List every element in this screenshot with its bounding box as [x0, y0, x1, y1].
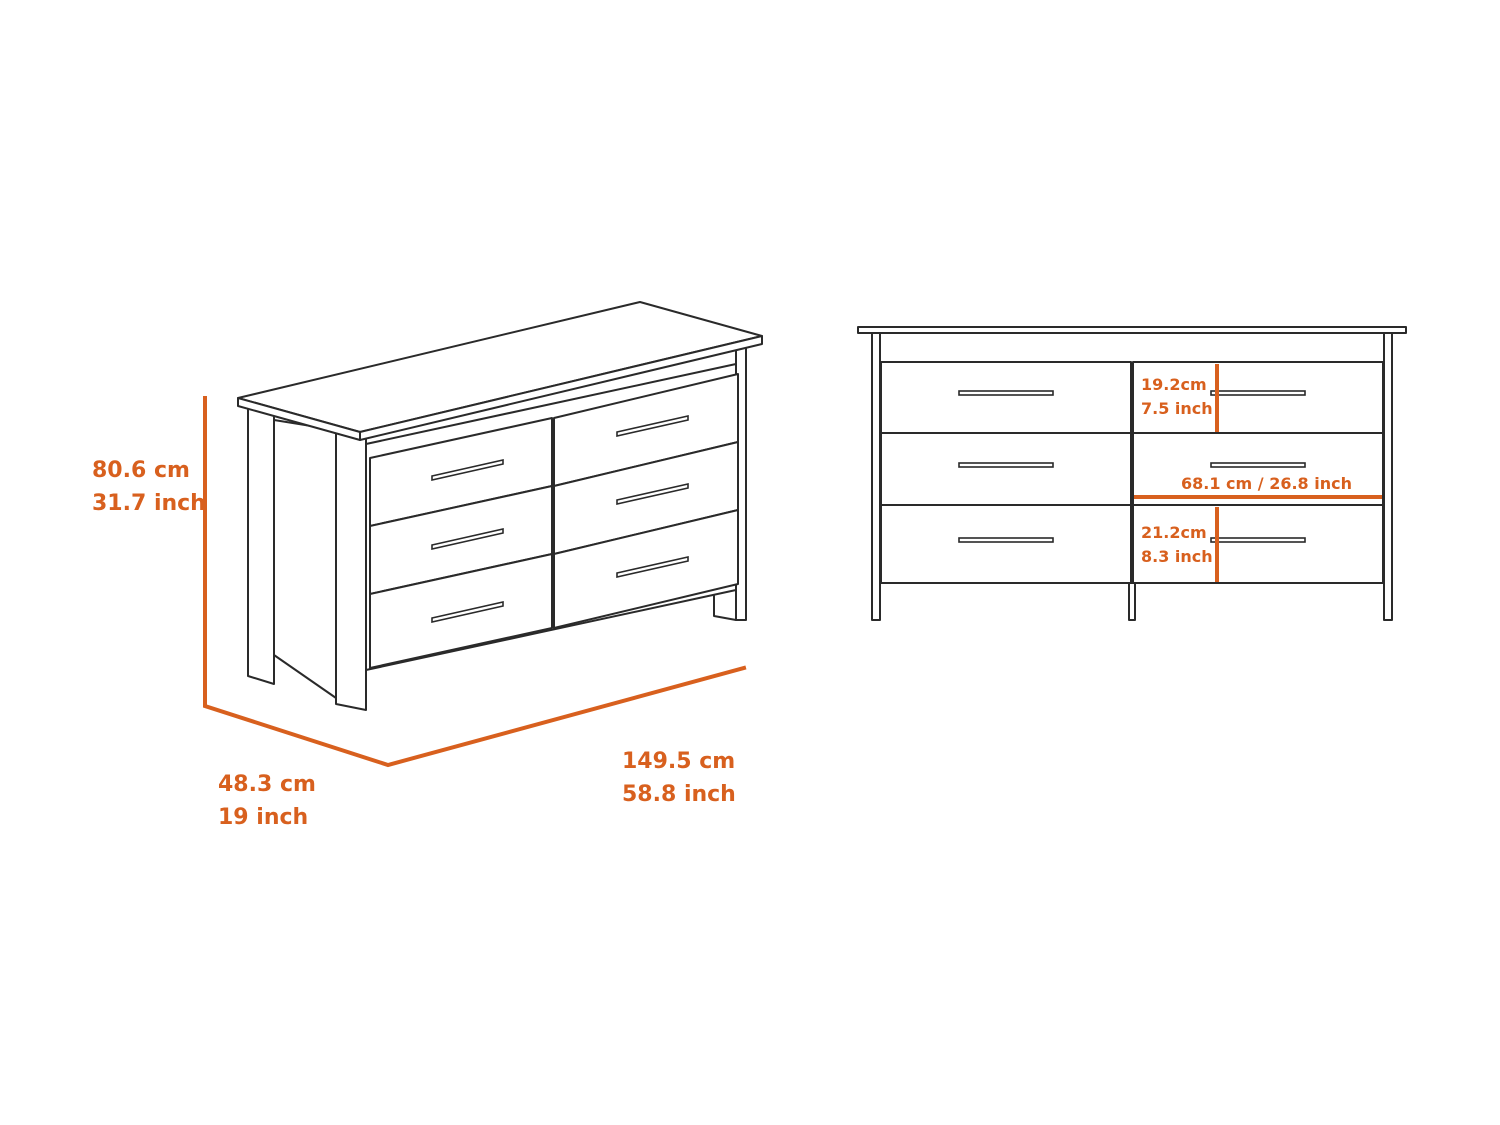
front-handle-r3	[1210, 537, 1306, 543]
iso-handle-r2	[616, 482, 689, 506]
front-leg-left	[871, 331, 881, 621]
iso-handle-r3	[616, 555, 689, 579]
front-drawer-left-3	[880, 504, 1132, 584]
front-drawer-right-1	[1132, 361, 1384, 434]
front-leg-right	[1383, 331, 1393, 621]
iso-width-cm-label: 149.5 cm	[622, 749, 735, 774]
front-view-dresser	[857, 326, 1407, 621]
iso-handle-l1	[431, 458, 504, 482]
iso-front-left-leg	[335, 429, 367, 711]
front-top-drawer-height-cm-label: 19.2cm	[1141, 375, 1207, 394]
iso-handle-r1	[616, 414, 689, 438]
iso-top-side-edge	[359, 335, 763, 441]
front-drawer-width-label: 68.1 cm / 26.8 inch	[1181, 474, 1352, 493]
iso-height-cm-label: 80.6 cm	[92, 458, 190, 483]
front-handle-l3	[958, 537, 1054, 543]
iso-handles	[431, 414, 689, 624]
iso-back-left-leg	[247, 403, 275, 685]
iso-depth-inch-label: 19 inch	[218, 805, 308, 830]
front-handle-l1	[958, 390, 1054, 396]
iso-left-side-panel	[273, 419, 337, 699]
isometric-dresser	[237, 301, 763, 711]
iso-height-inch-label: 31.7 inch	[92, 491, 206, 516]
iso-width-inch-label: 58.8 inch	[622, 782, 736, 807]
front-drawer-left-1	[880, 361, 1132, 434]
front-handle-r1	[1210, 390, 1306, 396]
front-bottom-drawer-height-inch-label: 8.3 inch	[1141, 547, 1213, 566]
front-top-drawer-height-inch-label: 7.5 inch	[1141, 399, 1213, 418]
iso-height-depth-width-dimension-line	[203, 396, 747, 768]
front-leg-center	[1128, 581, 1136, 621]
iso-handle-l2	[431, 527, 504, 551]
iso-depth-cm-label: 48.3 cm	[218, 772, 316, 797]
front-drawer-right-2	[1132, 432, 1384, 506]
front-handle-l2	[958, 462, 1054, 468]
iso-handle-l3	[431, 600, 504, 624]
front-drawer-left-2	[880, 432, 1132, 506]
front-handle-r2	[1210, 462, 1306, 468]
front-drawer-right-3	[1132, 504, 1384, 584]
front-bottom-drawer-height-cm-label: 21.2cm	[1141, 523, 1207, 542]
